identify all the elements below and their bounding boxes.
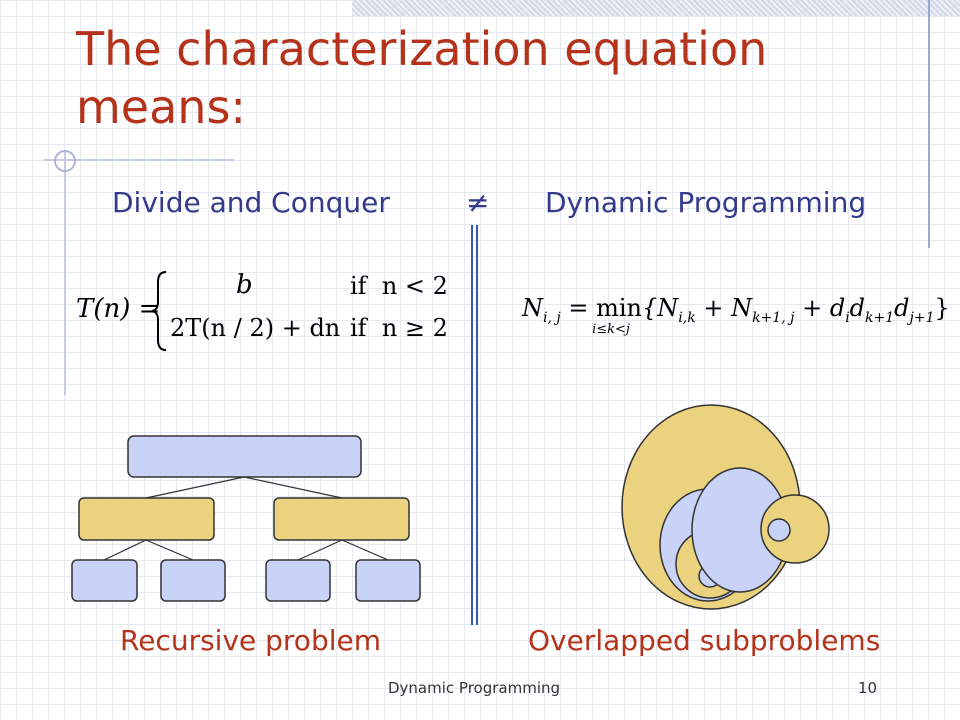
dp-term1: {N [642,294,679,322]
dp-lhs: N [522,294,543,322]
overlapping-circles-diagram [621,404,830,610]
overlapped-subproblems-caption: Overlapped subproblems [528,624,881,657]
divide-and-conquer-heading: Divide and Conquer [112,186,390,219]
tree-child-node-left [78,497,215,541]
tree-edge [103,539,147,561]
right-decorative-line [928,0,930,248]
dp-close-brace: } [934,294,950,322]
left-decorative-line [64,150,66,395]
dp-term4-sub: k+1 [865,309,895,326]
tree-leaf-node [355,559,421,602]
recurrence-lhs: T(n) = [76,294,161,324]
footer-title: Dynamic Programming [388,679,561,697]
tree-leaf-node [160,559,226,602]
recurrence-brace [151,271,167,351]
dp-term4: d [849,294,866,322]
dp-term1-sub: i,k [678,309,696,326]
tree-leaf-node [71,559,138,602]
page-number: 10 [858,679,878,697]
slide-title: The characterization equation means: [76,22,768,134]
tree-edge [341,539,389,561]
tree-leaf-node [265,559,331,602]
right-subproblem-circle [760,494,830,564]
dp-term2: + N [695,294,753,322]
dp-min-operator: min [596,294,642,322]
case1-value: b [236,270,253,300]
case2-condition: if n ≥ 2 [350,314,448,342]
tree-edge [145,539,194,561]
dp-term2-sub: k+1, j [752,309,795,326]
case2-value: 2T(n / 2) + dn [170,314,341,342]
tree-edges [103,476,389,561]
dynamic-programming-heading: Dynamic Programming [545,186,867,219]
right-small-subproblem-circle [767,518,791,542]
not-equal-symbol: ≠ [466,186,490,219]
case1-condition: if n < 2 [350,272,448,300]
dp-term3: + d [794,294,846,322]
column-divider [471,225,478,625]
dp-eq: = [568,294,589,322]
tree-edge [243,476,343,499]
dp-term5: d [894,294,910,322]
recursive-problem-caption: Recursive problem [120,624,381,657]
tree-child-node-right [273,497,410,541]
top-decorative-bar [352,0,960,16]
tree-root-node [127,435,362,478]
dp-formula: Ni, j = min i≤k<j {Ni,k + Nk+1, j + didk… [522,294,950,337]
title-underline [44,159,234,161]
tree-edge [297,539,343,561]
dp-lhs-sub: i, j [543,309,561,326]
decorative-circle [54,150,76,172]
tree-edge [145,476,245,499]
dp-term3-sub: i [845,309,850,326]
dp-term5-sub: j+1 [909,309,935,326]
dp-min-subscript: i≤k<j [592,322,630,337]
